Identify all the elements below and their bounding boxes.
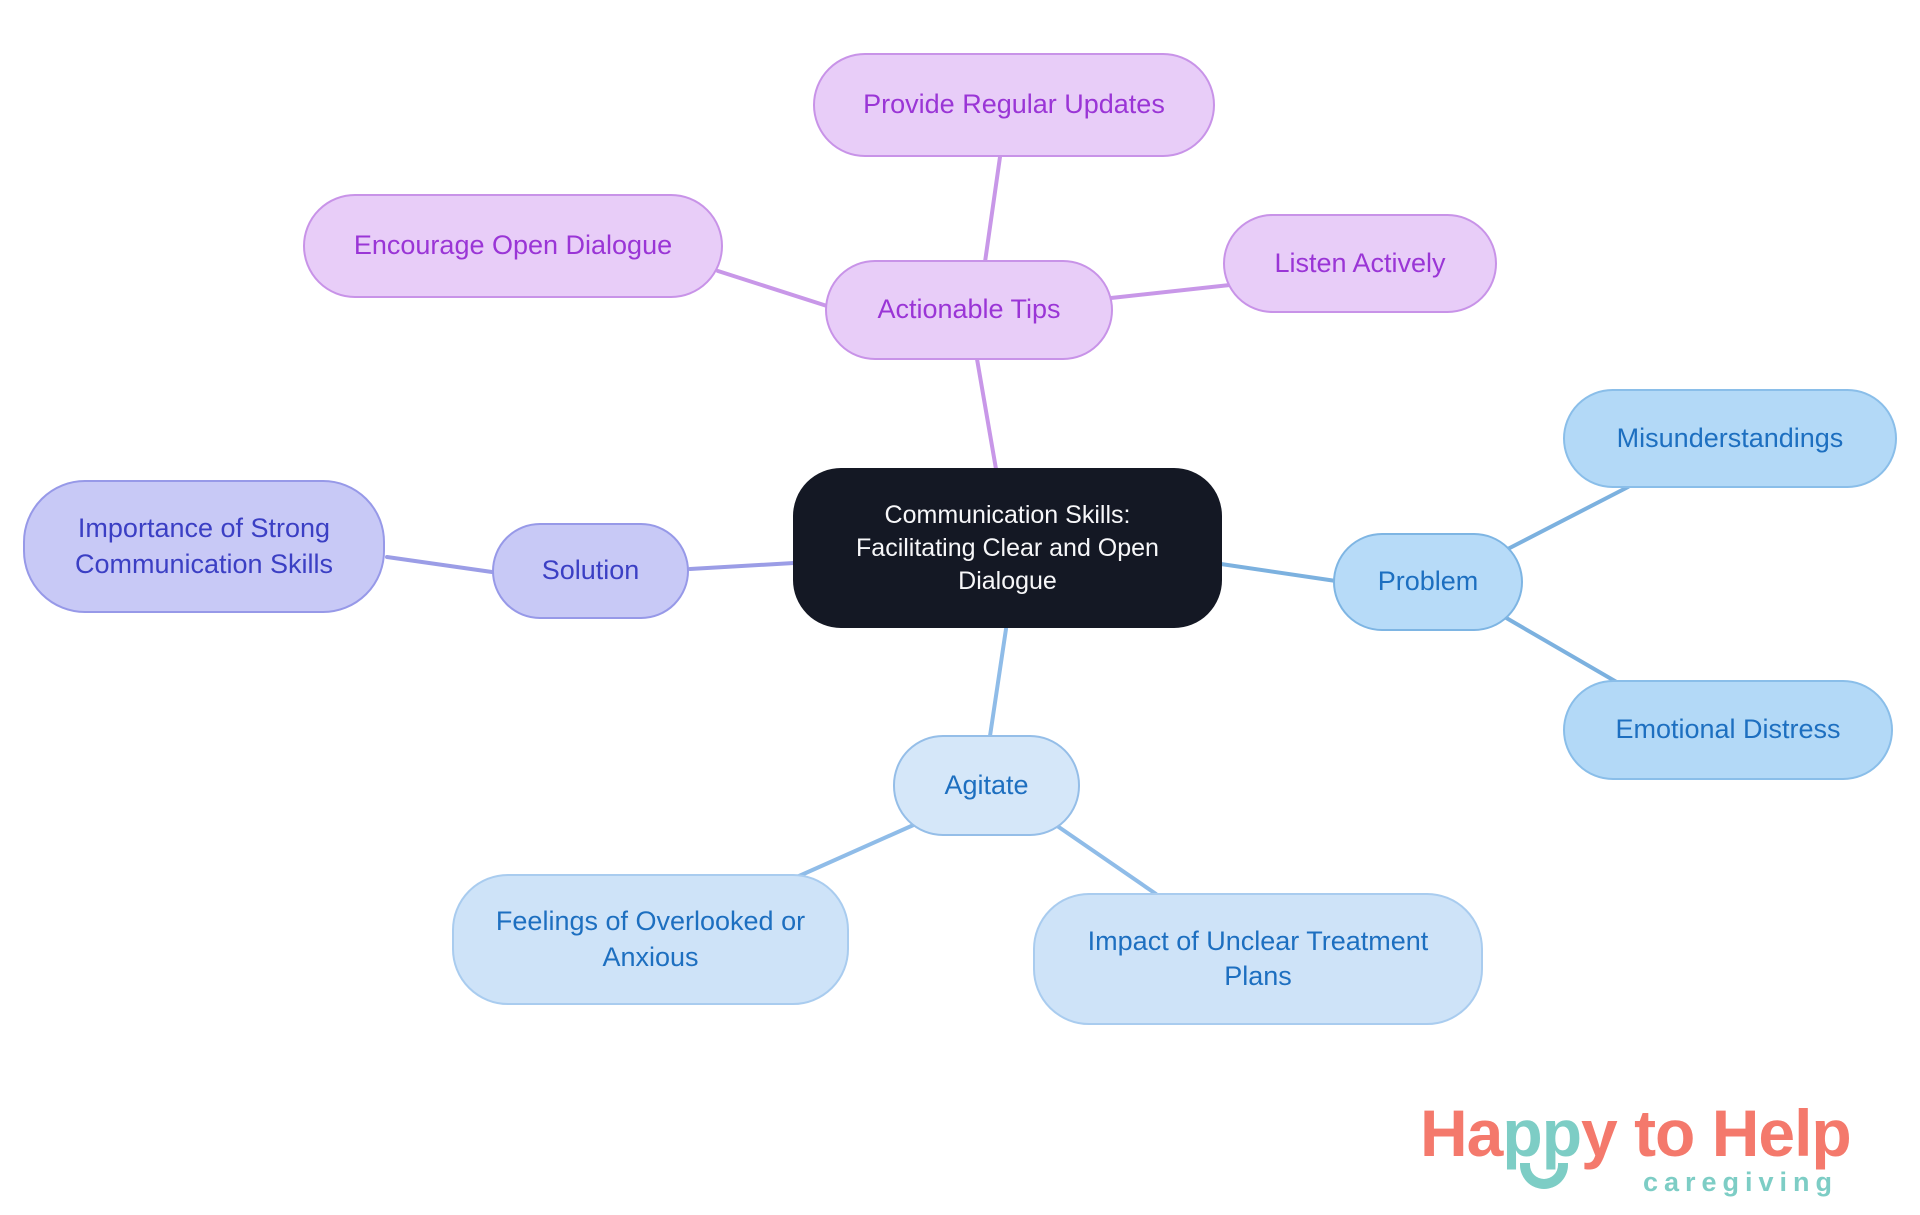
node-central-topic: Communication Skills: Facilitating Clear… <box>793 468 1222 628</box>
listen-actively-label: Listen Actively <box>1274 247 1446 278</box>
central-topic-label: Communication Skills: Facilitating Clear… <box>856 500 1159 595</box>
agitate-label: Agitate <box>944 769 1029 800</box>
edge-dialogue-tips <box>716 269 829 308</box>
edge-central-agitate <box>988 627 1008 738</box>
feelings-label: Feelings of Overlooked or Anxious <box>495 906 806 972</box>
node-encourage-open-dialogue: Encourage Open Dialogue <box>303 194 723 298</box>
edge-agitate-feelings <box>797 821 920 878</box>
node-listen-actively: Listen Actively <box>1223 214 1497 313</box>
node-misunderstandings: Misunderstandings <box>1563 389 1897 488</box>
provide-regular-updates-label: Provide Regular Updates <box>863 89 1165 120</box>
happy-to-help-logo: Happy to Help caregiving <box>1420 1095 1880 1205</box>
edge-updates-tips <box>983 155 1002 264</box>
logo-part-y: y <box>1581 1096 1618 1170</box>
solution-label: Solution <box>541 555 640 586</box>
node-problem: Problem <box>1333 533 1523 631</box>
edge-agitate-impact <box>1048 819 1158 896</box>
node-feelings: Feelings of Overlooked or Anxious <box>452 874 849 1005</box>
logo-part-help: Help <box>1711 1096 1852 1170</box>
logo-part-to: to <box>1616 1096 1712 1170</box>
misunderstandings-label: Misunderstandings <box>1616 422 1844 453</box>
node-impact: Impact of Unclear Treatment Plans <box>1033 893 1483 1025</box>
impact-label: Impact of Unclear Treatment Plans <box>1087 925 1429 991</box>
edge-central-problem <box>1219 562 1338 583</box>
edge-tips-central <box>975 357 998 471</box>
edge-problem-misunderstandings <box>1496 485 1630 556</box>
node-provide-regular-updates: Provide Regular Updates <box>813 53 1215 157</box>
smile-icon <box>1520 1163 1568 1189</box>
node-agitate: Agitate <box>893 735 1080 836</box>
node-actionable-tips: Actionable Tips <box>825 260 1113 360</box>
edge-central-solution <box>688 561 796 571</box>
edge-problem-distress <box>1494 610 1622 686</box>
emotional-distress-label: Emotional Distress <box>1615 714 1841 745</box>
importance-label: Importance of Strong Communication Skill… <box>74 513 334 579</box>
logo-part-pp: pp <box>1502 1096 1582 1170</box>
node-emotional-distress: Emotional Distress <box>1563 680 1893 780</box>
logo-subtitle: caregiving <box>1642 1167 1838 1197</box>
actionable-tips-label: Actionable Tips <box>877 294 1061 325</box>
node-importance: Importance of Strong Communication Skill… <box>23 480 385 613</box>
edge-solution-importance <box>385 555 494 574</box>
node-solution: Solution <box>492 523 689 619</box>
problem-label: Problem <box>1377 566 1479 597</box>
encourage-open-dialogue-label: Encourage Open Dialogue <box>353 230 673 261</box>
edge-listen-tips <box>1109 283 1232 300</box>
logo-part-ha: Ha <box>1420 1096 1503 1170</box>
logo-wordmark: Happy to Help <box>1420 1095 1880 1171</box>
